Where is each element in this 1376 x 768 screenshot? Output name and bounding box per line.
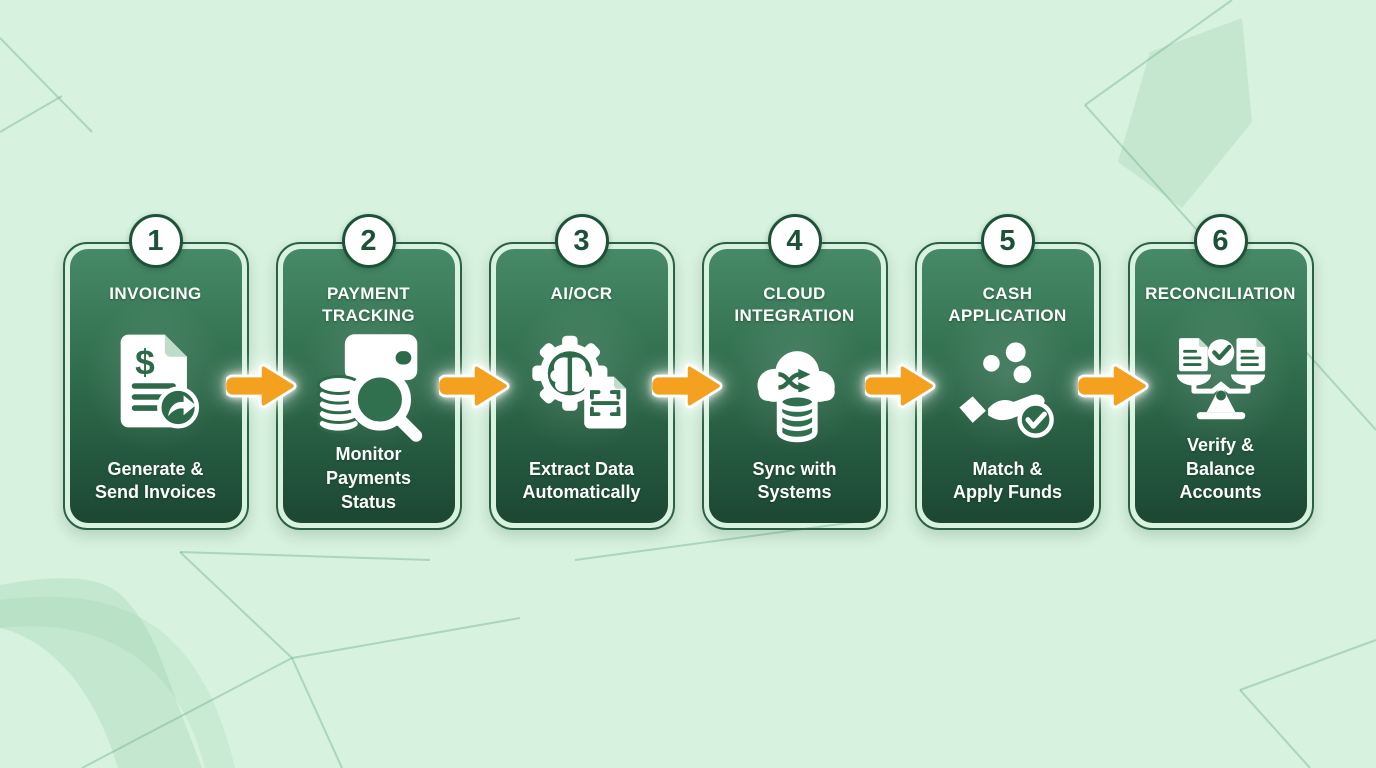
step-card-cash-application: 5 CASH APPLICATION <box>914 214 1149 530</box>
flow-arrow <box>225 363 297 409</box>
ai-ocr-icon <box>529 305 635 457</box>
step-description: Verify & Balance Accounts <box>1179 434 1262 503</box>
flow-arrow <box>864 363 936 409</box>
step-card-payment-tracking: 2 PAYMENT TRACKING <box>275 214 510 530</box>
step-title: RECONCILIATION <box>1145 284 1296 303</box>
invoice-document-icon: $ <box>103 305 209 457</box>
step-description: Monitor Payments Status <box>325 444 412 512</box>
step-description: Extract Data Automatically <box>522 458 641 503</box>
step-description: Generate & Send Invoices <box>94 458 217 503</box>
reconciliation-icon <box>1168 305 1274 434</box>
flow-arrow <box>1077 363 1149 409</box>
step-title: AI/OCR <box>550 284 613 303</box>
step-number-badge: 4 <box>767 214 822 268</box>
step-card-reconciliation: 6 RECONCILIATION <box>1127 214 1314 530</box>
step-card-invoicing: 1 INVOICING $ <box>62 214 297 530</box>
step-description: Sync with Systems <box>752 458 837 503</box>
step-title: CASH APPLICATION <box>948 284 1067 326</box>
step-number-badge: 2 <box>341 214 396 268</box>
process-flow: 1 INVOICING $ <box>0 214 1376 530</box>
step-title: INVOICING <box>109 284 202 303</box>
step-title: PAYMENT TRACKING <box>322 284 415 326</box>
flow-arrow <box>438 363 510 409</box>
payment-tracking-icon <box>311 327 427 443</box>
step-number-badge: 1 <box>128 214 183 268</box>
svg-text:$: $ <box>135 344 155 383</box>
step-title: CLOUD INTEGRATION <box>734 284 855 326</box>
cash-application-icon <box>955 327 1061 457</box>
step-number-badge: 3 <box>554 214 609 268</box>
step-number-badge: 6 <box>1193 214 1248 268</box>
step-description: Match & Apply Funds <box>953 458 1062 503</box>
step-card-ai-ocr: 3 AI/OCR <box>488 214 723 530</box>
flow-arrow <box>651 363 723 409</box>
cloud-integration-icon <box>742 327 848 457</box>
step-card-cloud-integration: 4 CLOUD INTEGRATION <box>701 214 936 530</box>
step-number-badge: 5 <box>980 214 1035 268</box>
